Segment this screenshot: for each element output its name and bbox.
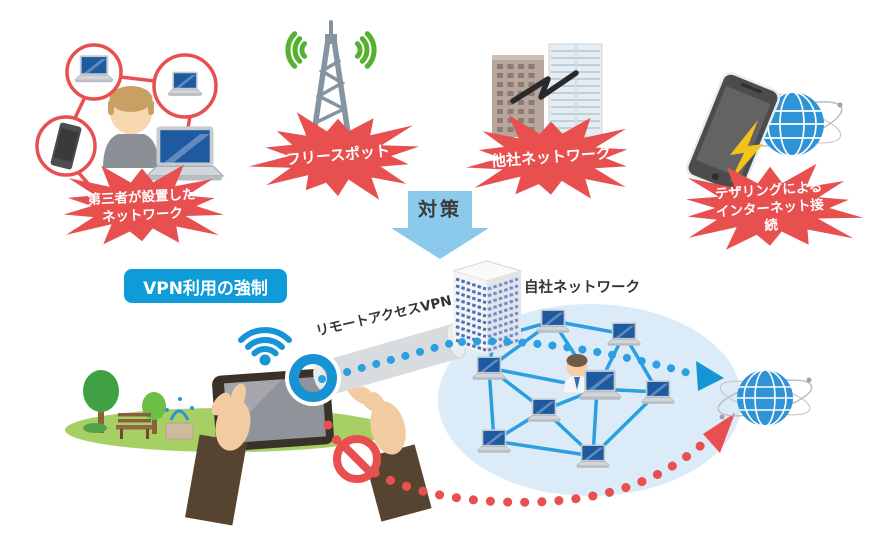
laptop-icon — [74, 55, 114, 83]
lightning-icon — [510, 70, 579, 104]
starburst-shape — [686, 163, 864, 250]
starburst-shape — [248, 112, 420, 200]
laptop-icon — [145, 126, 225, 181]
laptop-icon — [526, 398, 562, 422]
vpn-ring-icon — [285, 350, 341, 406]
threat-label-third-party: 第三者が設置した ネットワーク — [87, 186, 196, 226]
signal-waves-icon — [285, 31, 377, 69]
laptop-icon — [167, 71, 203, 96]
company-network-label: 自社ネットワーク — [524, 280, 640, 296]
laptop-icon — [535, 309, 571, 333]
person-icon — [103, 86, 159, 168]
tree-icon — [83, 370, 119, 412]
radio-tower-icon — [285, 20, 377, 137]
smartphone-icon — [48, 120, 84, 172]
globe-internet-icon — [717, 370, 813, 426]
wifi-icon — [238, 327, 292, 366]
starburst-shape — [63, 164, 224, 245]
threat-label-tethering: テザリングによる インターネット接続 — [714, 178, 825, 235]
vpn-route — [314, 337, 724, 391]
blocked-route — [323, 413, 735, 507]
laptop-icon — [575, 444, 611, 468]
fountain-icon — [165, 397, 194, 440]
laptop-icon — [606, 322, 642, 346]
smartphone-tethering-icon — [686, 72, 843, 194]
arrow-up-right-icon — [703, 413, 735, 453]
bench-icon — [116, 413, 153, 439]
threat-bubbles — [63, 112, 864, 250]
vpn-policy-badge: VPN利用の強制 — [124, 269, 287, 303]
laptop-icon — [578, 369, 622, 400]
right-hand — [343, 378, 432, 522]
laptop-icon — [471, 356, 507, 380]
server-icon — [451, 260, 523, 354]
lightning-icon — [730, 120, 763, 182]
arrow-down-icon — [391, 191, 489, 259]
left-hand — [185, 383, 251, 526]
arrow-right-icon — [696, 361, 724, 391]
prohibition-icon — [333, 435, 381, 483]
devices-network-icon — [35, 43, 225, 190]
laptop-mesh-network — [471, 309, 676, 468]
laptop-icon — [476, 429, 512, 453]
laptop-icon — [640, 380, 676, 404]
starburst-shape — [466, 115, 628, 199]
company-network-area — [438, 304, 742, 496]
countermeasure-label: 対策 — [417, 198, 463, 221]
